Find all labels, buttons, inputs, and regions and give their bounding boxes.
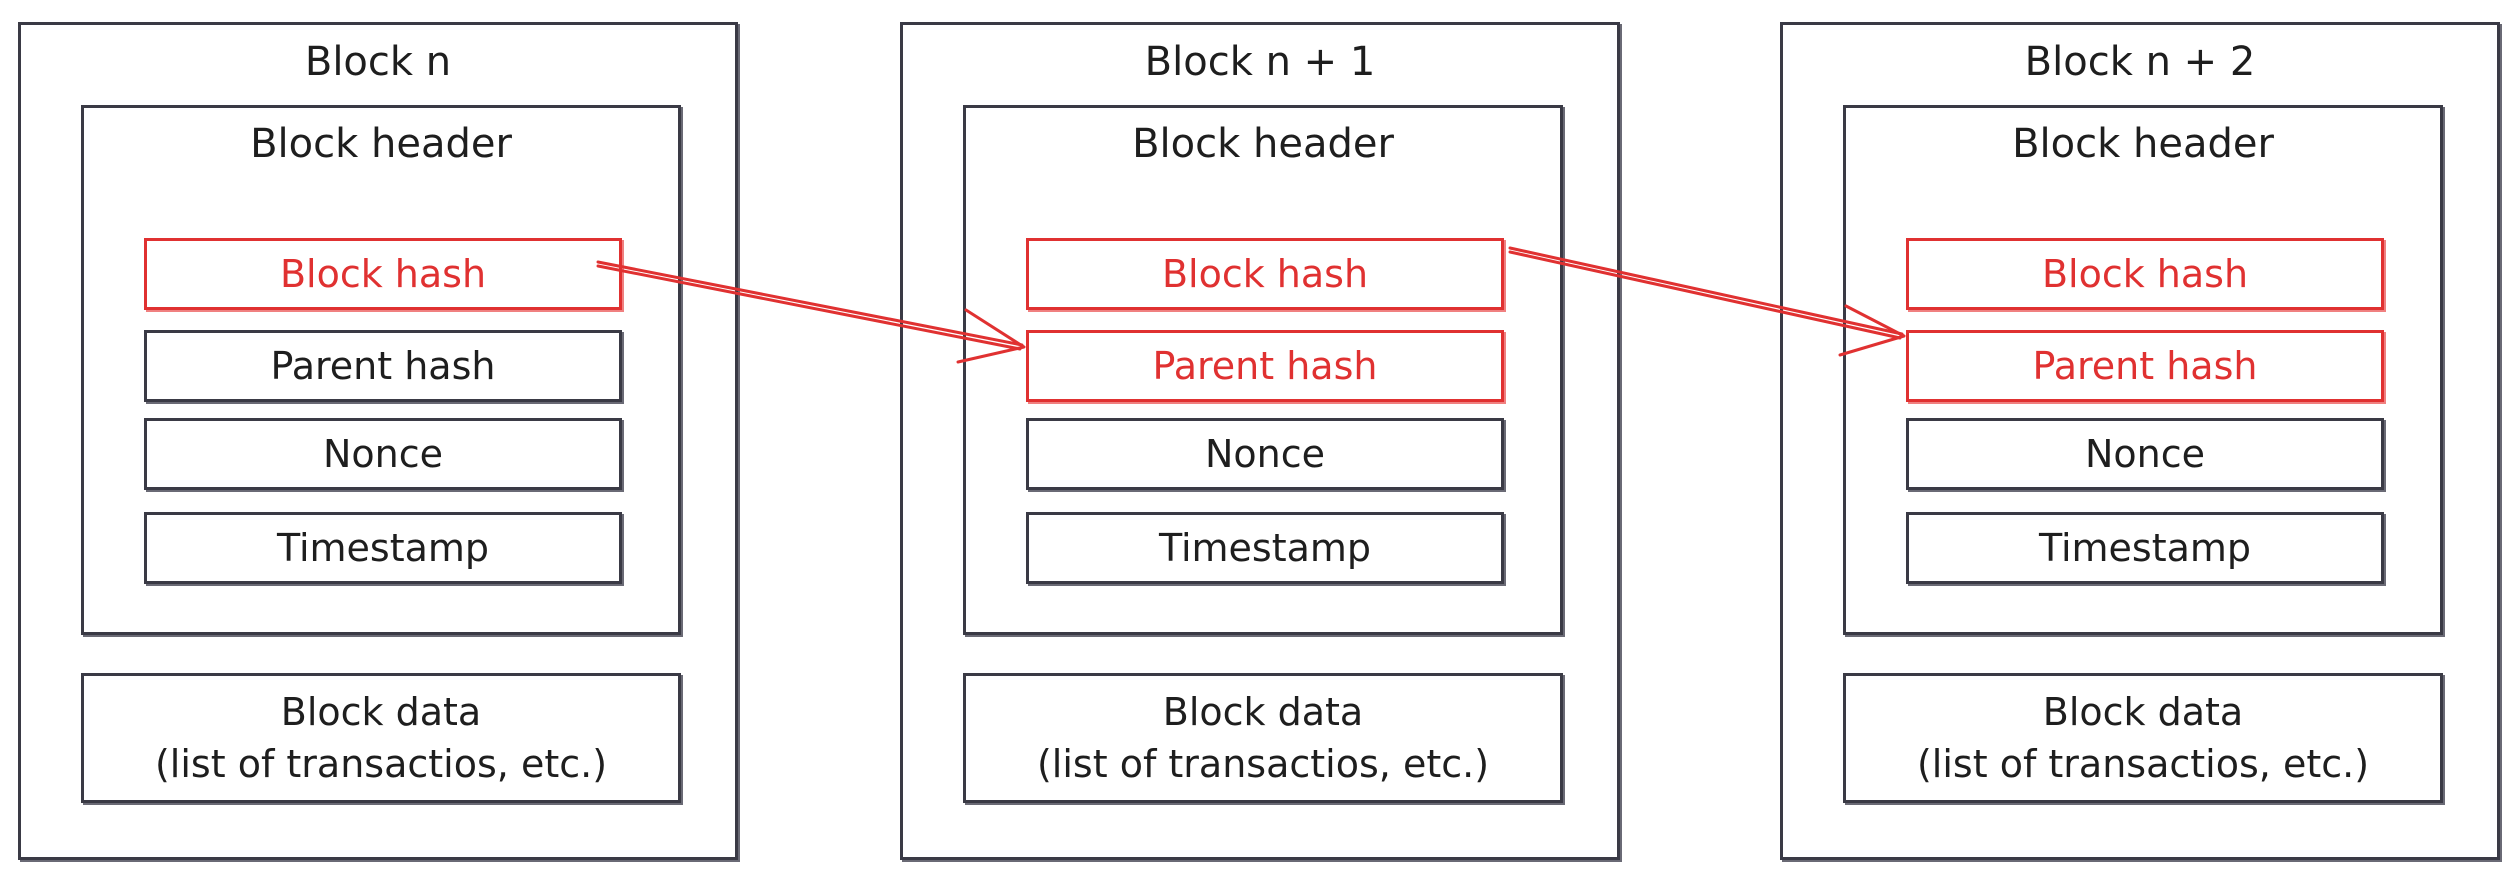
block-n: Block n Block header Block hash Parent h… <box>18 22 738 860</box>
block-data: Block data (list of transactios, etc.) <box>1843 673 2443 803</box>
block-n-plus-2: Block n + 2 Block header Block hash Pare… <box>1780 22 2500 860</box>
block-data-description: (list of transactios, etc.) <box>1916 742 2370 786</box>
block-data-description: (list of transactios, etc.) <box>154 742 608 786</box>
block-data-description: (list of transactios, etc.) <box>1036 742 1490 786</box>
block-header: Block header Block hash Parent hash Nonc… <box>1843 105 2443 635</box>
nonce-field: Nonce <box>1026 418 1504 490</box>
block-data: Block data (list of transactios, etc.) <box>81 673 681 803</box>
block-data-label: Block data <box>2042 690 2244 734</box>
block-header-title: Block header <box>1132 121 1394 167</box>
nonce-field: Nonce <box>1906 418 2384 490</box>
block-data-label: Block data <box>280 690 482 734</box>
block-header: Block header Block hash Parent hash Nonc… <box>81 105 681 635</box>
block-title: Block n + 1 <box>1144 39 1376 85</box>
block-hash-field: Block hash <box>1906 238 2384 310</box>
block-n-plus-1: Block n + 1 Block header Block hash Pare… <box>900 22 1620 860</box>
nonce-field: Nonce <box>144 418 622 490</box>
block-header-title: Block header <box>250 121 512 167</box>
timestamp-field: Timestamp <box>144 512 622 584</box>
parent-hash-field: Parent hash <box>1026 330 1504 402</box>
block-title: Block n + 2 <box>2024 39 2256 85</box>
parent-hash-field: Parent hash <box>144 330 622 402</box>
timestamp-field: Timestamp <box>1906 512 2384 584</box>
block-title: Block n <box>304 39 452 85</box>
block-header: Block header Block hash Parent hash Nonc… <box>963 105 1563 635</box>
block-header-title: Block header <box>2012 121 2274 167</box>
block-hash-field: Block hash <box>144 238 622 310</box>
block-data-label: Block data <box>1162 690 1364 734</box>
parent-hash-field: Parent hash <box>1906 330 2384 402</box>
timestamp-field: Timestamp <box>1026 512 1504 584</box>
block-data: Block data (list of transactios, etc.) <box>963 673 1563 803</box>
block-hash-field: Block hash <box>1026 238 1504 310</box>
